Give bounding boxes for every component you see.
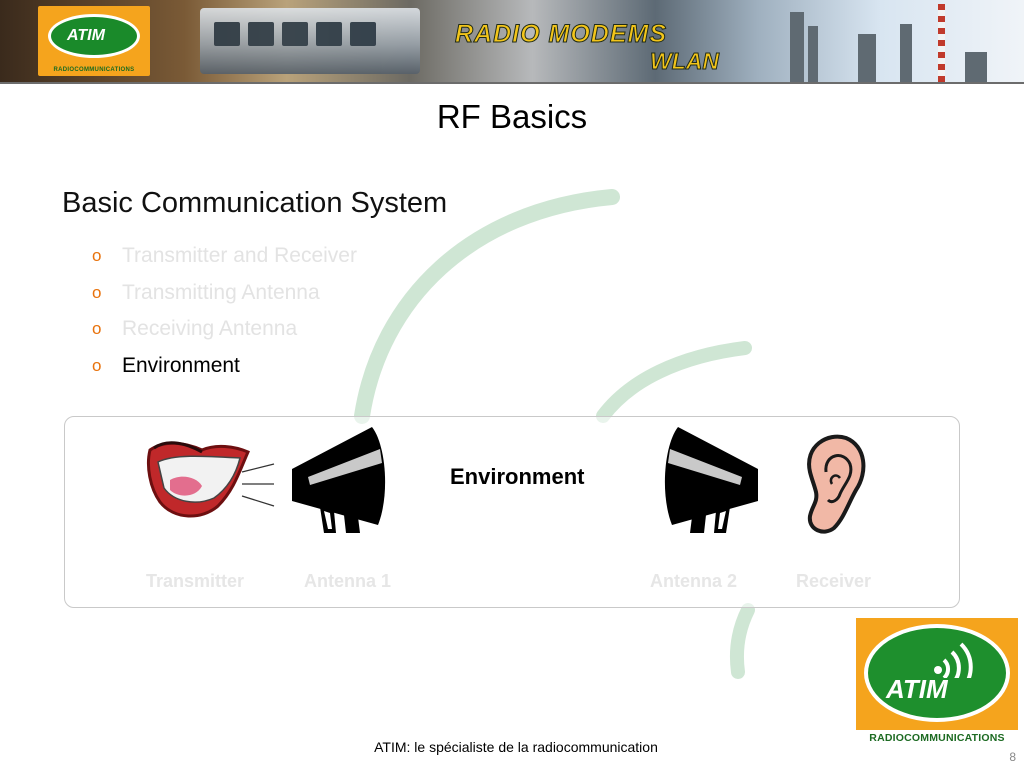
megaphone-icon: [664, 427, 758, 533]
bullet-text: Transmitting Antenna: [122, 280, 320, 304]
banner-divider: [0, 82, 1024, 84]
list-item: o Transmitting Antenna: [92, 275, 357, 312]
logo-text: ATIM: [886, 674, 948, 704]
list-item: o Transmitter and Receiver: [92, 238, 357, 275]
megaphone-icon: [292, 427, 386, 533]
bullet-marker: o: [92, 282, 102, 302]
antenna2-caption: Antenna 2: [650, 571, 738, 591]
logo-subtitle: RADIOCOMMUNICATIONS: [869, 732, 1005, 744]
section-subtitle: Basic Communication System: [62, 187, 448, 219]
banner-title: RADIO MODEMS: [455, 20, 667, 49]
bullet-marker: o: [92, 319, 102, 339]
bullet-text: Environment: [122, 353, 240, 377]
antenna1-caption: Antenna 1: [304, 571, 392, 591]
ear-icon: [807, 434, 866, 534]
bullet-text: Transmitter and Receiver: [122, 244, 357, 268]
transmitter-caption: Transmitter: [146, 571, 245, 591]
signal-waves-icon: [934, 642, 973, 678]
train-image: [200, 8, 420, 74]
banner-subtitle: WLAN: [650, 48, 720, 75]
receiver-caption: Receiver: [796, 571, 872, 591]
footer-text: ATIM: le spécialiste de la radiocommunic…: [374, 739, 658, 755]
bullet-marker: o: [92, 355, 102, 375]
bullet-list: o Transmitter and Receiver o Transmittin…: [92, 238, 357, 384]
banner-logo-text: ATIM: [67, 27, 105, 44]
atim-logo: ATIM RADIOCOMMUNICATIONS: [856, 618, 1018, 748]
list-item: o Environment: [92, 348, 357, 385]
banner-logo-subtitle: RADIOCOMMUNICATIONS: [53, 67, 135, 73]
banner-logo: ATIM RADIOCOMMUNICATIONS: [38, 6, 150, 76]
mouth-icon: [146, 441, 275, 518]
bullet-marker: o: [92, 246, 102, 266]
header-banner: ATIM RADIOCOMMUNICATIONS RADIO MODEMS WL…: [0, 0, 1024, 82]
page-number: 8: [1009, 750, 1016, 764]
slide-title: RF Basics: [436, 98, 588, 135]
list-item: o Receiving Antenna: [92, 311, 357, 348]
bullet-text: Receiving Antenna: [122, 317, 298, 341]
environment-label: Environment: [450, 464, 585, 489]
